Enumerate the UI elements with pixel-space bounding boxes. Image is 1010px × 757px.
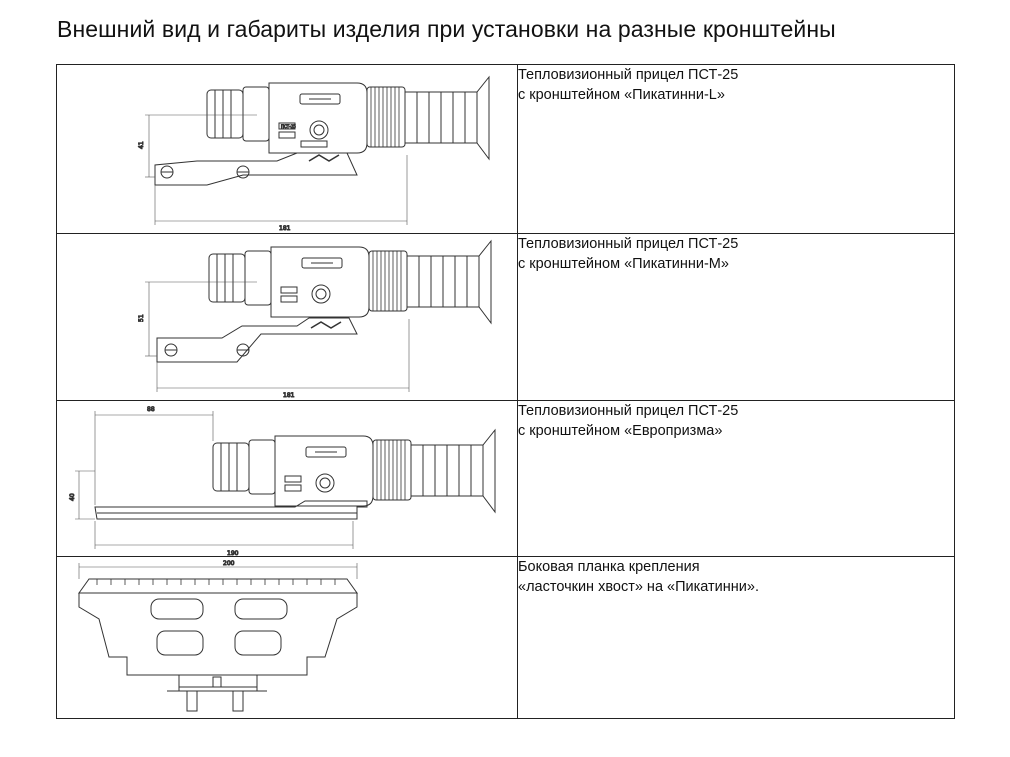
scope-drawing-picatinny-l: 41 181 ПСТ-25 xyxy=(138,75,490,233)
description-line: с кронштейном «Европризма» xyxy=(518,423,723,439)
description-line: с кронштейном «Пикатинни-L» xyxy=(518,87,725,103)
dim-height-label: 40 xyxy=(69,493,76,501)
dim-length-label: 181 xyxy=(279,225,291,232)
description-line: с кронштейном «Пикатинни-М» xyxy=(518,256,729,272)
dim-length-label: 190 xyxy=(227,550,239,556)
objective-cap xyxy=(206,89,244,139)
table-row: 88 40 190 Тепловизионный прицел ПСТ-25 с… xyxy=(56,400,955,557)
scope-drawing-europrism: 88 40 190 xyxy=(69,406,496,556)
description-line: Тепловизионный прицел ПСТ-25 xyxy=(518,236,739,252)
dim-width-label: 200 xyxy=(223,560,235,567)
side-rail-drawing: 200 xyxy=(78,560,358,712)
eyecup xyxy=(404,75,490,161)
dim-height-label: 41 xyxy=(138,141,145,149)
description-cell: Тепловизионный прицел ПСТ-25 с кронштейн… xyxy=(517,233,955,401)
mount-bracket xyxy=(154,152,358,186)
drawing-cell: 41 181 ПСТ-25 xyxy=(56,64,518,234)
dim-length-label: 181 xyxy=(283,392,295,399)
dim-top-label: 88 xyxy=(147,406,155,413)
spec-table: 41 181 ПСТ-25 Тепловизионный прицел ПСТ-… xyxy=(56,64,955,719)
description-line: Боковая планка крепления xyxy=(518,559,700,575)
drawing-cell: 51 181 xyxy=(56,233,518,401)
lens-ring xyxy=(242,86,270,142)
dim-height-label: 51 xyxy=(138,314,145,322)
table-row: 51 181 Тепловизионный прицел ПСТ-25 с кр… xyxy=(56,233,955,401)
model-label: ПСТ-25 xyxy=(281,124,296,129)
drawing-cell: 88 40 190 xyxy=(56,400,518,557)
description-cell: Тепловизионный прицел ПСТ-25 с кронштейн… xyxy=(517,64,955,234)
description-line: Тепловизионный прицел ПСТ-25 xyxy=(518,67,739,83)
description-line: «ласточкин хвост» на «Пикатинни». xyxy=(518,579,759,595)
control-knob xyxy=(309,120,329,140)
scope-drawing-picatinny-m: 51 181 xyxy=(138,239,492,400)
drawing-cell: 200 xyxy=(56,556,518,719)
description-cell: Тепловизионный прицел ПСТ-25 с кронштейн… xyxy=(517,400,955,557)
table-row: 200 xyxy=(56,556,955,719)
description-line: Тепловизионный прицел ПСТ-25 xyxy=(518,403,739,419)
description-cell: Боковая планка крепления «ласточкин хвос… xyxy=(517,556,955,719)
table-row: 41 181 ПСТ-25 Тепловизионный прицел ПСТ-… xyxy=(56,64,955,234)
page-title: Внешний вид и габариты изделия при устан… xyxy=(57,16,836,42)
